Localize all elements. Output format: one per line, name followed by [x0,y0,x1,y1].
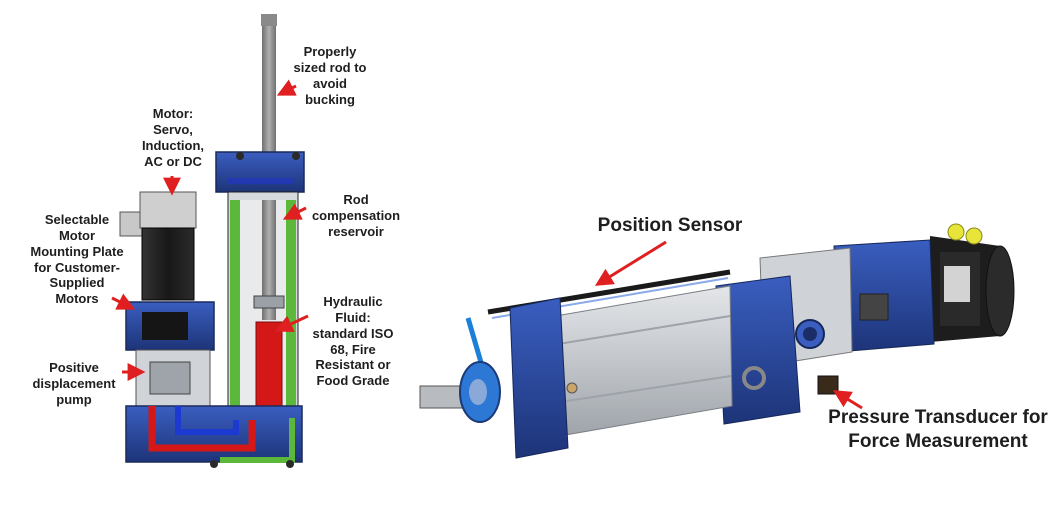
arrow-pressure [832,390,863,410]
hydraulic-line-green [220,418,295,463]
motor-top [139,191,197,229]
arrow-position [594,240,667,286]
rod-tip [261,14,277,26]
label-mount: Selectable Motor Mounting Plate for Cust… [30,212,124,307]
hydraulic-line-blue [175,406,239,435]
hydraulic-line-red [148,406,256,452]
arrow-mount [111,293,136,310]
arrow-rod [276,79,297,96]
callout-arrows [111,79,863,410]
label-reservoir: Rod compensation reservoir [311,192,401,239]
cutaway-section [119,14,305,468]
motor-connector-2 [965,227,983,245]
label-position-sensor: Position Sensor [597,215,743,236]
label-motor: Motor: Servo, Induction, AC or DC [141,106,205,169]
cylinder-head [215,151,305,193]
actuator-assembly [419,223,1015,459]
hydraulic-chamber-red [255,321,283,421]
cylinder-barrel [543,285,733,439]
piston [253,295,285,309]
motor-body [141,227,195,301]
arrow-reservoir [282,203,307,220]
label-pump: Positive displacement pump [32,360,116,407]
motor-connector-1 [947,223,965,241]
front-end-cap [509,297,569,459]
label-fluid: Hydraulic Fluid: standard ISO 68, Fire R… [312,294,394,389]
servo-motor [930,223,1015,342]
label-pressure-transducer: Pressure Transducer for Force Measuremen… [828,407,1048,452]
pressure-transducer [817,375,839,395]
arrow-fluid [274,314,309,333]
label-rod: Properly sized rod to avoid bucking [293,44,367,107]
